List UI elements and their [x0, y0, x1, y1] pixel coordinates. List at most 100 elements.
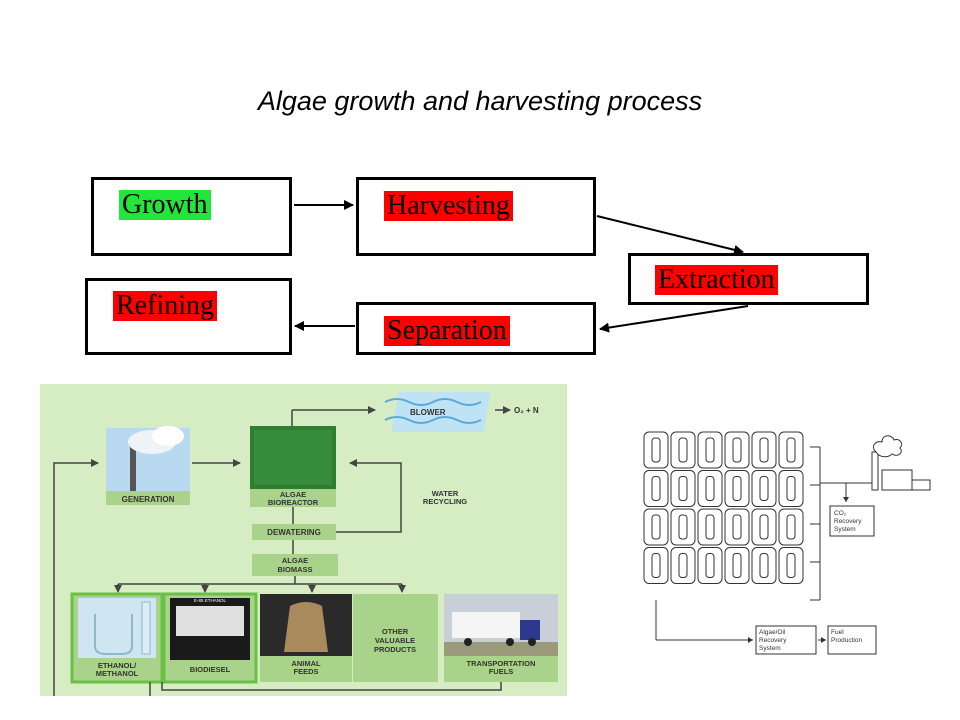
biomass-label-1: ALGAE [282, 556, 308, 565]
other-label-2: VALUABLE [375, 636, 415, 645]
pond-unit [643, 431, 669, 469]
dewatering-label: DEWATERING [267, 528, 321, 537]
pond-unit [751, 547, 777, 584]
bioreactor-label-1: ALGAE [280, 490, 306, 499]
product-animal-feeds: ANIMAL FEEDS [260, 594, 352, 682]
product-transportation: TRANSPORTATION FUELS [444, 594, 558, 682]
blower: BLOWER [384, 392, 491, 432]
pond-unit [697, 470, 723, 507]
o2n-label: O₂ + N [514, 406, 539, 415]
pond-unit [670, 470, 696, 507]
pond-unit [670, 431, 696, 469]
arrow-extraction-separation [599, 305, 749, 333]
pond-channel [786, 514, 796, 540]
pond-channel [705, 553, 715, 578]
pond-channel [786, 476, 796, 501]
slide-title: Algae growth and harvesting process [257, 86, 703, 116]
growth-label: Growth [119, 190, 211, 220]
pond-channel [786, 437, 796, 463]
pond-unit [778, 547, 804, 584]
arrow-harvesting-extraction [596, 215, 744, 255]
pond-channel [678, 476, 688, 501]
generation-label: GENERATION [122, 495, 175, 504]
algae-process-diagram: BLOWER O₂ + N GENERATION ALGAE BIOREACTO… [40, 384, 567, 696]
co2-label-3: System [834, 526, 856, 533]
pond-channel [678, 437, 688, 463]
transportation-label-1: TRANSPORTATION [467, 659, 536, 668]
water-recycling-arrow [336, 459, 402, 533]
harvesting-label: Harvesting [384, 191, 513, 221]
fuel-label-2: Production [831, 637, 862, 644]
pond-channel [678, 553, 688, 578]
extraction-label: Extraction [655, 265, 778, 295]
pond-channel [759, 553, 769, 578]
co2-label-1: CO₂ [834, 510, 847, 517]
oil-label-2: Recovery [759, 637, 787, 644]
pond-channel [732, 476, 742, 501]
pond-unit [697, 547, 723, 584]
pond-channel [651, 514, 661, 540]
product-other: OTHER VALUABLE PRODUCTS [353, 594, 438, 682]
water-recycling-label-1: WATER [432, 489, 459, 498]
product-biodiesel: E-85 ETHANOL BIODIESEL [162, 592, 258, 684]
pond-unit [643, 547, 669, 584]
bioreactor-panel: ALGAE BIOREACTOR [250, 426, 336, 507]
refining-label: Refining [113, 291, 217, 321]
pond-channel [732, 514, 742, 540]
blower-label: BLOWER [410, 408, 446, 417]
pond-unit [643, 470, 669, 507]
pond-unit [751, 470, 777, 507]
pond-channel [759, 476, 769, 501]
raceway-schematic: CO₂ Recovery System Algae/Oil Recovery S… [643, 431, 931, 655]
pond-channel [651, 437, 661, 463]
pond-channel [786, 553, 796, 578]
pond-unit [697, 431, 723, 469]
recycle-loop-arrow [53, 459, 99, 696]
pond-channel [705, 476, 715, 501]
oil-label-1: Algae/Oil [759, 629, 786, 636]
pond-channel [705, 437, 715, 463]
transportation-label-2: FUELS [489, 667, 514, 676]
co2-label-2: Recovery [834, 518, 862, 525]
schematic-pipes [655, 446, 877, 641]
pond-unit [778, 431, 804, 469]
pond-unit [724, 431, 750, 469]
pond-channel [732, 437, 742, 463]
ethanol-label-2: METHANOL [96, 669, 139, 678]
pond-unit [751, 508, 777, 546]
pump-sign-text: E-85 ETHANOL [194, 598, 227, 603]
pond-unit [778, 470, 804, 507]
pond-unit [751, 431, 777, 469]
pond-channel [678, 514, 688, 540]
pond-unit [778, 508, 804, 546]
oil-label-3: System [759, 645, 781, 652]
generation-panel: GENERATION [106, 426, 190, 505]
pond-unit [697, 508, 723, 546]
other-label-1: OTHER [382, 627, 409, 636]
pond-channel [705, 514, 715, 540]
pond-channel [759, 514, 769, 540]
pond-array [643, 431, 804, 584]
other-label-3: PRODUCTS [374, 645, 416, 654]
animal-feeds-label-1: ANIMAL [291, 659, 321, 668]
ethanol-label-1: ETHANOL/ [98, 661, 137, 670]
pond-unit [670, 508, 696, 546]
pond-unit [724, 508, 750, 546]
pond-unit [724, 547, 750, 584]
pond-channel [759, 437, 769, 463]
biomass-label-2: BIOMASS [277, 565, 312, 574]
fuel-label-1: Fuel [831, 629, 844, 636]
pond-channel [732, 553, 742, 578]
pond-channel [651, 553, 661, 578]
pond-channel [651, 476, 661, 501]
pond-unit [670, 547, 696, 584]
separation-label: Separation [384, 316, 510, 346]
bioreactor-label-2: BIOREACTOR [268, 498, 319, 507]
biodiesel-label: BIODIESEL [190, 665, 231, 674]
animal-feeds-label-2: FEEDS [293, 667, 318, 676]
pond-unit [643, 508, 669, 546]
water-recycling-label-2: RECYCLING [423, 497, 467, 506]
pond-unit [724, 470, 750, 507]
product-ethanol: ETHANOL/ METHANOL [70, 592, 164, 684]
